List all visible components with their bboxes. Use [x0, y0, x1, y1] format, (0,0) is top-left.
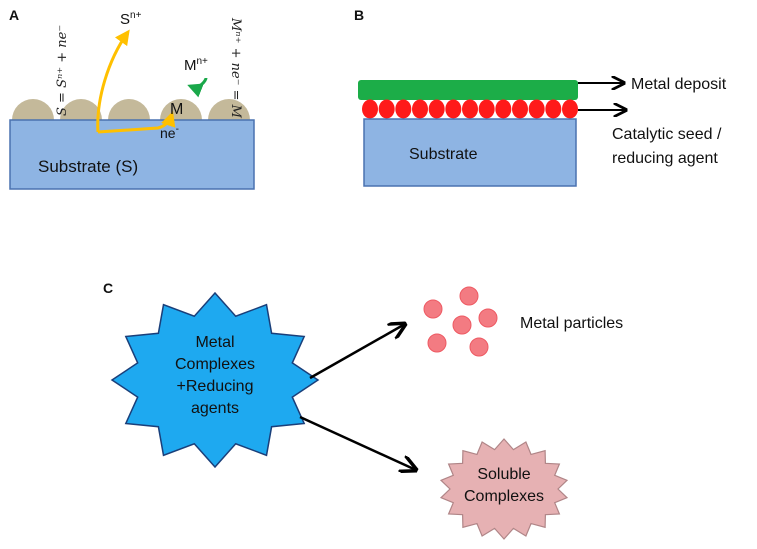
panel-c-letter: C [103, 280, 113, 296]
metal-particle [427, 333, 447, 353]
substrate-block [9, 119, 255, 190]
reduction-equation: Mⁿ⁺ + ne⁻ = M [228, 17, 243, 119]
electron-transfer-arrow [97, 111, 176, 134]
metal-particles-label: Metal particles [520, 315, 623, 332]
soluble-complexes-star [439, 438, 569, 540]
seed-label-line2: reducing agent [612, 150, 718, 167]
metal-deposit-layer [358, 80, 578, 100]
substrate-label: Substrate (S) [38, 157, 138, 176]
metal-deposit-label: Metal deposit [631, 76, 727, 93]
surface-bump [12, 99, 54, 120]
star-line2: Complexes [175, 356, 255, 373]
star-line3: +Reducing [177, 378, 254, 395]
surface-bump [108, 99, 150, 120]
oxidation-equation: S = Sⁿ⁺ + ne⁻ [55, 25, 70, 116]
metal-ion-arrow [187, 77, 208, 98]
reactants-star [110, 291, 320, 469]
metal-particle [469, 337, 489, 357]
s-ion-label: Sn+ [120, 10, 142, 28]
electrons-label: ne- [160, 124, 179, 141]
metal-particle [452, 315, 472, 335]
seed-layer [362, 99, 578, 119]
seed-particle [545, 99, 562, 119]
metal-particles [423, 286, 498, 357]
seed-particle [495, 99, 512, 119]
seed-label-line1: Catalytic seed / [612, 126, 722, 143]
metal-particle [459, 286, 479, 306]
substrate-block [363, 118, 577, 187]
seed-particle [512, 99, 528, 119]
seed-particle [378, 99, 395, 119]
star-line4: agents [191, 400, 239, 417]
seed-particle [362, 99, 378, 119]
metal-particle [423, 299, 443, 319]
seed-particle [412, 99, 428, 119]
soluble-line2: Complexes [464, 488, 544, 505]
seed-particle [528, 99, 545, 119]
panel-c: C Metal Complexes +Reducing agents Metal… [103, 280, 623, 540]
panel-b: B Substrate Metal deposit Catalytic seed… [354, 7, 727, 187]
to-soluble-arrow [299, 415, 416, 470]
metal-atom-label: M [170, 101, 183, 118]
surface-bump [60, 99, 102, 120]
seed-particle [478, 99, 495, 119]
seed-particle [562, 99, 578, 119]
seed-particle [462, 99, 478, 119]
panel-a-letter: A [9, 7, 19, 23]
seed-particle [428, 99, 445, 119]
seed-particle [445, 99, 462, 119]
soluble-line1: Soluble [477, 466, 530, 483]
star-line1: Metal [195, 334, 234, 351]
panel-a: A Substrate (S) Sn+ Mn+ M ne- S = Sⁿ⁺ + … [9, 7, 255, 190]
surface-bumps [12, 99, 250, 120]
oxidation-arrow [96, 29, 130, 133]
surface-bump [208, 99, 250, 120]
seed-particle [395, 99, 412, 119]
m-ion-label: Mn+ [184, 56, 208, 74]
substrate-label: Substrate [409, 146, 478, 163]
to-particles-arrow [309, 324, 405, 380]
panel-b-letter: B [354, 7, 364, 23]
metal-particle [478, 308, 498, 328]
